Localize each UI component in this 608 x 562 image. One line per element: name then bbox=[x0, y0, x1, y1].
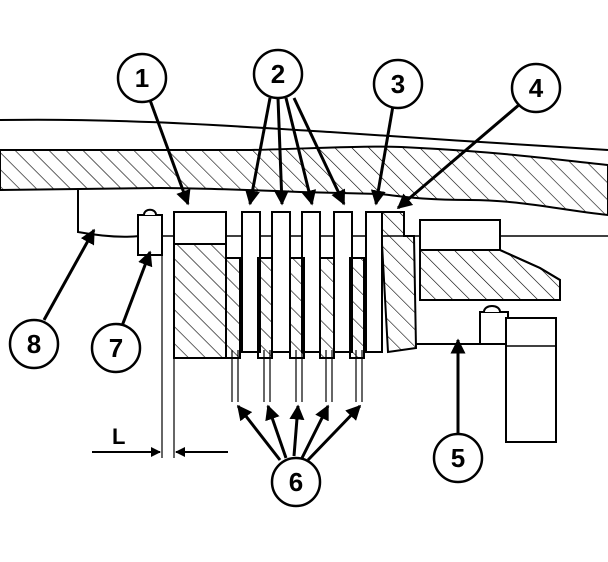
callout-6: 6 bbox=[270, 456, 322, 508]
svg-text:5: 5 bbox=[451, 443, 465, 473]
callout-5: 5 bbox=[432, 432, 484, 484]
dimension-l: L bbox=[92, 424, 228, 457]
pressure-plate bbox=[173, 211, 227, 359]
svg-text:8: 8 bbox=[27, 329, 41, 359]
dimension-label: L bbox=[112, 424, 125, 449]
callout-7: 7 bbox=[90, 322, 142, 374]
callout-8: 8 bbox=[8, 318, 60, 370]
clutch-plates bbox=[225, 211, 383, 359]
housing bbox=[0, 118, 608, 217]
snap-ring bbox=[137, 208, 163, 256]
leader-lines bbox=[42, 97, 521, 462]
svg-text:6: 6 bbox=[289, 467, 303, 497]
svg-text:4: 4 bbox=[529, 73, 544, 103]
svg-text:2: 2 bbox=[271, 59, 285, 89]
svg-text:7: 7 bbox=[109, 333, 123, 363]
callout-3: 3 bbox=[372, 58, 424, 110]
return-spring bbox=[479, 305, 557, 443]
callout-1: 1 bbox=[116, 52, 168, 104]
reference-lines bbox=[161, 240, 363, 458]
svg-text:1: 1 bbox=[135, 63, 149, 93]
piston bbox=[381, 211, 561, 354]
callout-4: 4 bbox=[510, 62, 562, 114]
callout-2: 2 bbox=[252, 48, 304, 100]
svg-text:3: 3 bbox=[391, 69, 405, 99]
callouts: 1 2 3 4 5 6 7 8 bbox=[8, 48, 562, 508]
